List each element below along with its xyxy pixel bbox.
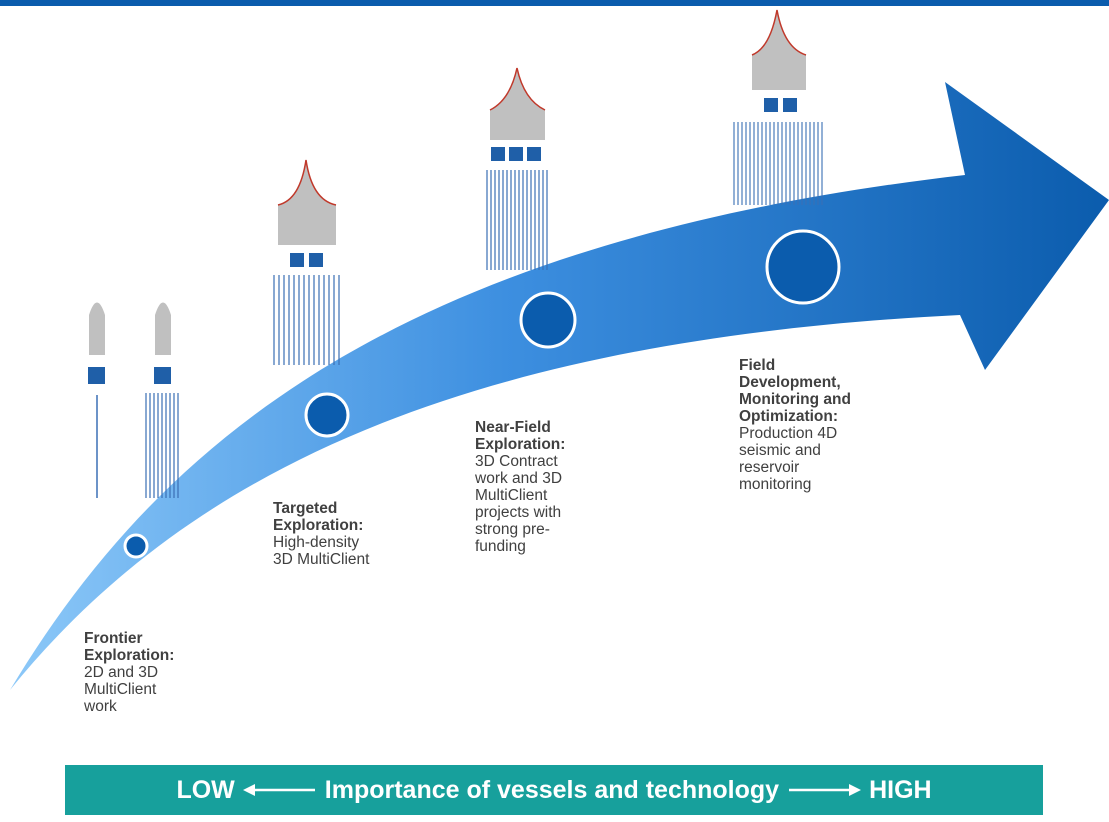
importance-scale-bar: LOW Importance of vessels and technology… (65, 765, 1043, 815)
stage-label-near-field: Near-Field Exploration: 3D Contract work… (475, 419, 565, 555)
growth-arrow (10, 82, 1109, 690)
frontier-vessel-3d (145, 302, 179, 498)
stage-description: High-density 3D MultiClient (273, 534, 370, 568)
stage-title: Near-Field Exploration: (475, 419, 566, 453)
vessel-technology-diagram (10, 9, 1109, 690)
targeted-vessel (273, 159, 340, 365)
frontier-vessel-2d (88, 302, 105, 498)
left-arrow-icon (242, 781, 317, 799)
right-arrow-icon (787, 781, 862, 799)
stage-title: Frontier Exploration: (84, 630, 175, 664)
scale-low-label: LOW (176, 775, 235, 804)
near-field-vessel (486, 67, 548, 270)
stage-marker-frontier (123, 533, 149, 559)
stage-marker-targeted (304, 392, 350, 438)
field-development-vessel (733, 9, 823, 205)
scale-center-label: Importance of vessels and technology (324, 775, 780, 804)
stage-title: Field Development, Monitoring and Optimi… (739, 357, 851, 425)
stage-label-targeted: Targeted Exploration: High-density 3D Mu… (273, 500, 369, 568)
stage-label-field-development: Field Development, Monitoring and Optimi… (739, 357, 851, 493)
stage-marker-near-field (519, 291, 577, 349)
stage-description: Production 4D seismic and reservoir moni… (739, 425, 838, 493)
top-accent-bar (0, 0, 1109, 6)
stage-marker-field-development (765, 229, 841, 305)
stage-label-frontier: Frontier Exploration: 2D and 3D MultiCli… (84, 630, 174, 715)
scale-high-label: HIGH (869, 775, 932, 804)
stage-description: 3D Contract work and 3D MultiClient proj… (475, 453, 563, 555)
stage-description: 2D and 3D MultiClient work (84, 664, 159, 715)
stage-title: Targeted Exploration: (273, 500, 364, 534)
